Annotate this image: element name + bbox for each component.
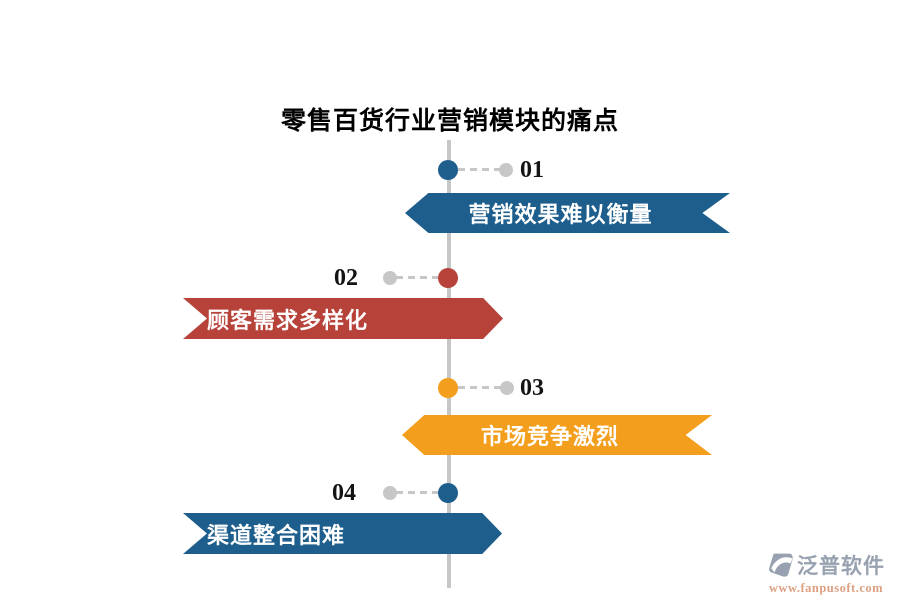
- watermark-brand: 泛普软件: [797, 555, 885, 578]
- pain-point-banner: 顾客需求多样化: [183, 298, 503, 339]
- pain-point-banner: 渠道整合困难: [183, 513, 502, 554]
- pain-point-banner: 市场竞争激烈: [402, 415, 712, 455]
- connector-end-dot: [500, 381, 514, 395]
- connector-dashed-line: [458, 168, 502, 171]
- watermark: 泛普软件 www.fanpusoft.com: [756, 550, 896, 596]
- connector-dashed-line: [396, 491, 438, 494]
- timeline-node-dot: [438, 160, 458, 180]
- timeline-node-dot: [438, 378, 458, 398]
- item-number: 01: [520, 157, 544, 183]
- timeline-node-dot: [438, 268, 458, 288]
- connector-end-dot: [383, 271, 397, 285]
- timeline-node-dot: [438, 483, 458, 503]
- connector-end-dot: [383, 486, 397, 500]
- item-number: 03: [520, 375, 544, 401]
- pain-point-label: 顾客需求多样化: [207, 307, 369, 333]
- connector-end-dot: [499, 163, 513, 177]
- pain-point-label: 渠道整合困难: [207, 522, 346, 548]
- pain-point-label: 营销效果难以衡量: [468, 202, 653, 227]
- connector-dashed-line: [396, 276, 438, 279]
- connector-dashed-line: [458, 386, 502, 389]
- watermark-url: www.fanpusoft.com: [768, 581, 884, 595]
- page-title: 零售百货行业营销模块的痛点: [280, 107, 619, 135]
- pain-point-label: 市场竞争激烈: [480, 424, 619, 449]
- item-number: 04: [332, 480, 356, 506]
- timeline-axis: [447, 140, 451, 588]
- item-number: 02: [334, 265, 358, 291]
- fanpu-logo-icon: [769, 553, 793, 577]
- pain-point-banner: 营销效果难以衡量: [405, 193, 730, 233]
